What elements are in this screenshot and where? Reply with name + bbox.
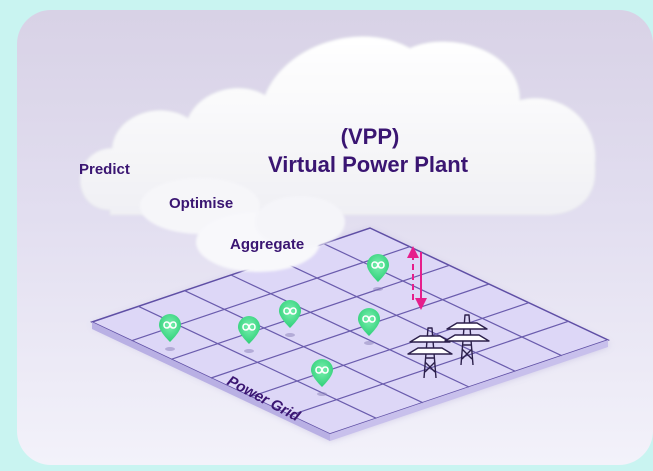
transmission-towers — [407, 314, 490, 379]
vpp-cloud — [79, 35, 596, 216]
step-predict: Predict — [79, 161, 130, 178]
cloud-puffs — [140, 178, 345, 272]
infinity-icon — [238, 316, 260, 353]
step-optimise: Optimise — [169, 195, 234, 212]
infinity-icon — [279, 300, 301, 337]
vpp-acronym: (VPP) — [340, 124, 400, 149]
infinity-icon — [159, 314, 181, 351]
transmission-tower-icon — [444, 314, 490, 366]
asset-pins — [159, 254, 389, 396]
step-aggregate: Aggregate — [230, 236, 305, 253]
infinity-icon — [367, 254, 389, 291]
power-grid: Power Grid — [89, 227, 611, 441]
infinity-icon — [358, 308, 380, 345]
transmission-tower-icon — [407, 327, 453, 379]
infinity-icon — [311, 359, 333, 396]
vpp-title: Virtual Power Plant — [267, 152, 469, 177]
double-arrow-icon — [407, 246, 427, 310]
